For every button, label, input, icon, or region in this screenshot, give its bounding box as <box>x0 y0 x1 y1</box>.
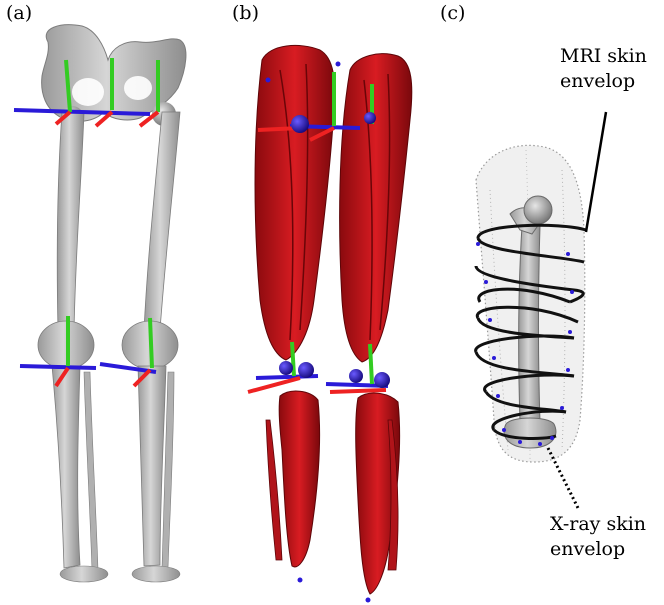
mri-pointer-line <box>586 112 606 232</box>
left-tibia <box>52 366 80 568</box>
skeleton-illustration <box>14 25 186 582</box>
xray-pointer-line <box>548 448 578 508</box>
left-thigh-muscle <box>255 45 335 360</box>
femur-condyles <box>504 418 556 448</box>
right-femur <box>144 112 180 330</box>
femur-envelope-illustration <box>476 112 606 508</box>
left-shank-muscle <box>279 391 319 567</box>
left-fibula <box>84 372 98 570</box>
right-tibia <box>138 366 166 566</box>
left-femur <box>57 112 84 330</box>
femur-head <box>524 196 552 224</box>
right-thigh-muscle <box>340 54 412 362</box>
muscle-illustration <box>248 45 412 602</box>
